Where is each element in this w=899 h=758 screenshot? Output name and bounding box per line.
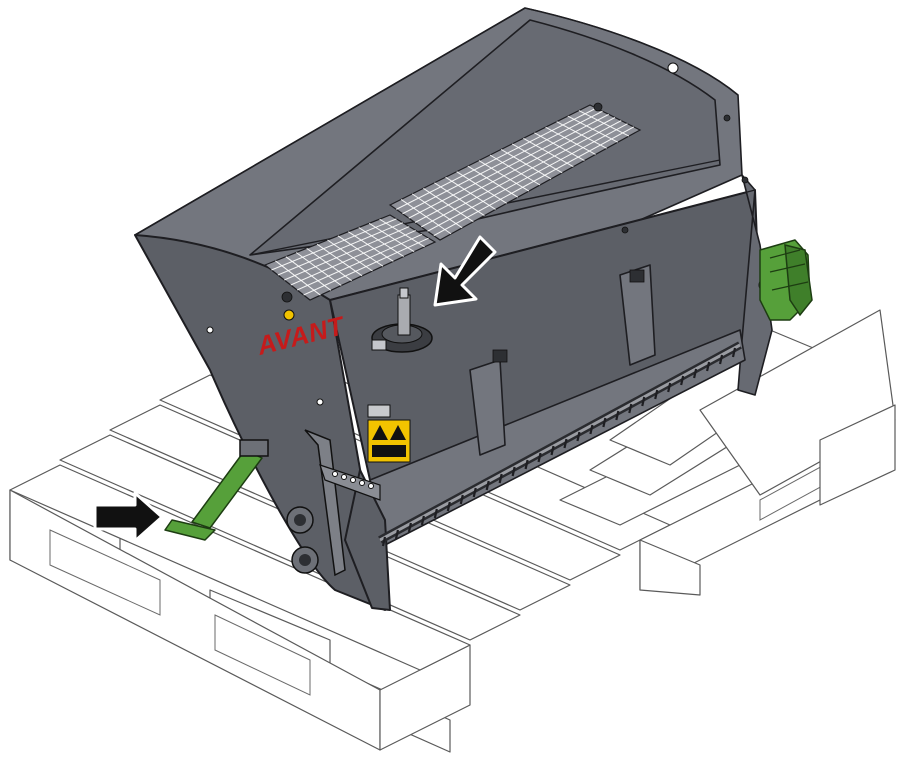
rotor-end-plate — [344, 469, 391, 611]
rotor-tine — [394, 529, 400, 540]
rotor-tine — [498, 473, 503, 484]
rotor-tine — [550, 445, 555, 456]
adjust-slot — [341, 474, 347, 480]
hopper-inner-wall — [249, 19, 721, 256]
grate-bar — [327, 239, 373, 272]
adjust-slot — [368, 483, 374, 489]
grate-bar — [408, 113, 609, 219]
adjust-slot — [359, 480, 365, 486]
hole-2 — [316, 398, 324, 406]
rotor-tine — [576, 431, 581, 442]
rotor-tine — [628, 403, 633, 414]
front-rib-1 — [469, 359, 506, 456]
hydraulic-motor — [759, 239, 813, 321]
rotor-tines — [381, 347, 737, 547]
adjust-slot — [350, 477, 356, 483]
bolt-2 — [593, 102, 603, 112]
grate-bar — [433, 126, 634, 237]
grate-bar — [402, 110, 603, 215]
rotor-shaft-highlight — [379, 343, 741, 542]
grate-bar — [337, 235, 384, 267]
support-leg — [164, 439, 269, 541]
grate-bar — [295, 252, 342, 286]
grate-bar — [414, 117, 616, 223]
rotor-tine — [446, 501, 451, 512]
rotor-tine — [511, 466, 516, 477]
rotor-tine — [589, 424, 594, 435]
bolt-3 — [723, 114, 731, 122]
hopper-rim-edge — [134, 7, 739, 236]
grate-bar — [316, 243, 363, 277]
grate-bar — [358, 227, 405, 257]
grate-bar — [368, 222, 415, 253]
rotor-tine — [706, 361, 711, 372]
rotor-tine — [667, 382, 672, 393]
grate-bar — [296, 233, 423, 291]
lifting-hole — [667, 62, 679, 74]
bolt-4 — [741, 176, 749, 184]
grate-bar — [290, 229, 416, 286]
rotor-tine — [420, 515, 425, 526]
arrow-to-support-leg — [93, 491, 164, 543]
adjust-slot — [332, 471, 338, 477]
grate-bar — [275, 260, 321, 296]
rotor-tine — [680, 375, 685, 386]
spreader-body — [134, 7, 773, 611]
rotor-tine — [433, 508, 438, 519]
bolt-5 — [621, 226, 629, 234]
grate-bar — [427, 123, 628, 232]
rotor-tine — [731, 347, 737, 358]
rotor-tine — [459, 494, 464, 505]
rotor-tine — [485, 480, 490, 491]
pallet-fork-slot-left — [49, 529, 161, 616]
grate-left — [263, 214, 437, 301]
grate-bar — [379, 218, 425, 248]
rotor-tine — [472, 487, 477, 498]
rotor-tine — [407, 522, 412, 533]
hopper-front-rim — [329, 189, 756, 301]
warning-sticker — [367, 419, 411, 463]
flow-adjuster-dial — [371, 287, 433, 353]
hopper-left-end-panel — [134, 234, 386, 611]
rotor-tine — [602, 417, 607, 428]
rotor-tine — [693, 368, 698, 379]
rotor-tine — [718, 354, 724, 365]
grate-bar — [271, 218, 397, 271]
grate-bar — [285, 256, 332, 291]
grate-bar — [277, 222, 404, 276]
adjustment-bracket — [304, 429, 381, 577]
rotor-tine — [524, 459, 529, 470]
rib-clamp-1 — [492, 349, 508, 363]
rotor-tine — [615, 410, 620, 421]
grate-bar — [396, 107, 597, 210]
front-rib-2 — [619, 264, 656, 366]
grate-bar — [421, 120, 622, 228]
arrow-to-drive-unit — [433, 235, 497, 307]
grate-bar — [306, 247, 352, 282]
info-plate — [367, 404, 391, 418]
hole-1 — [206, 326, 214, 334]
hydraulic-couplers — [286, 506, 319, 574]
pallet-right-block — [639, 539, 701, 596]
grate-bar — [284, 226, 410, 281]
pallet-right-end-block — [819, 404, 896, 506]
grate-bar — [348, 231, 394, 262]
rib-clamp-2 — [629, 269, 645, 283]
rotor-tine — [563, 438, 568, 449]
grate-right — [388, 104, 642, 241]
rotor-tine — [654, 389, 659, 400]
bolt-1 — [281, 291, 293, 303]
grease-nipple-yellow — [283, 309, 295, 321]
pallet-fork-slot-right — [214, 614, 311, 696]
grate-bar — [303, 237, 429, 296]
rotor-tine — [641, 396, 646, 407]
rotor-tine — [381, 536, 387, 547]
rotor-tine — [537, 452, 542, 463]
